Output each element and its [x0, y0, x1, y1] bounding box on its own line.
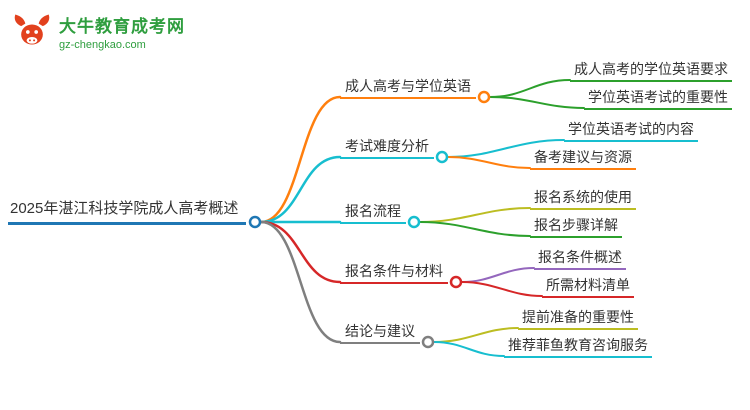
- link-branch4-leaf1: [461, 267, 535, 283]
- leaf-node[interactable]: 所需材料清单: [542, 275, 634, 299]
- branch-node-2[interactable]: 考试难度分析: [340, 136, 434, 160]
- link-root-branch-1: [259, 95, 342, 224]
- root-toggle-circle[interactable]: [248, 215, 262, 229]
- leaf-node[interactable]: 推荐菲鱼教育咨询服务: [504, 335, 652, 359]
- link-branch1-leaf1: [489, 79, 571, 98]
- link-branch5-leaf2: [433, 341, 505, 357]
- branch2-toggle-circle[interactable]: [435, 150, 449, 164]
- link-branch4-leaf2: [461, 281, 543, 297]
- branch-node-1[interactable]: 成人高考与学位英语: [340, 76, 476, 100]
- leaf-node[interactable]: 学位英语考试的内容: [564, 119, 698, 143]
- logo-domain: gz-chengkao.com: [59, 38, 146, 51]
- leaf-node[interactable]: 成人高考的学位英语要求: [570, 59, 732, 83]
- link-root-branch-4: [259, 220, 342, 284]
- branch-node-5[interactable]: 结论与建议: [340, 321, 420, 345]
- link-root-branch-5: [259, 220, 342, 344]
- root-node[interactable]: 2025年湛江科技学院成人高考概述: [8, 197, 247, 226]
- leaf-node[interactable]: 备考建议与资源: [530, 147, 636, 171]
- link-branch2-leaf2: [447, 156, 531, 169]
- leaf-node[interactable]: 报名系统的使用: [530, 187, 636, 211]
- link-branch3-leaf2: [419, 221, 531, 237]
- leaf-node[interactable]: 提前准备的重要性: [518, 307, 638, 331]
- link-branch3-leaf1: [419, 207, 531, 223]
- logo-title: 大牛教育成考网: [59, 17, 185, 37]
- branch3-toggle-circle[interactable]: [407, 215, 421, 229]
- branch5-toggle-circle[interactable]: [421, 335, 435, 349]
- bull-logo-icon: [12, 12, 52, 57]
- leaf-node[interactable]: 报名步骤详解: [530, 215, 622, 239]
- link-root-branch-2: [259, 155, 342, 224]
- leaf-node[interactable]: 报名条件概述: [534, 247, 626, 271]
- branch1-toggle-circle[interactable]: [477, 90, 491, 104]
- link-branch1-leaf2: [489, 96, 585, 109]
- branch-node-3[interactable]: 报名流程: [340, 201, 406, 225]
- leaf-node[interactable]: 学位英语考试的重要性: [584, 87, 732, 111]
- branch4-toggle-circle[interactable]: [449, 275, 463, 289]
- site-logo[interactable]: 大牛教育成考网 gz-chengkao.com: [12, 12, 185, 57]
- branch-node-4[interactable]: 报名条件与材料: [340, 261, 448, 285]
